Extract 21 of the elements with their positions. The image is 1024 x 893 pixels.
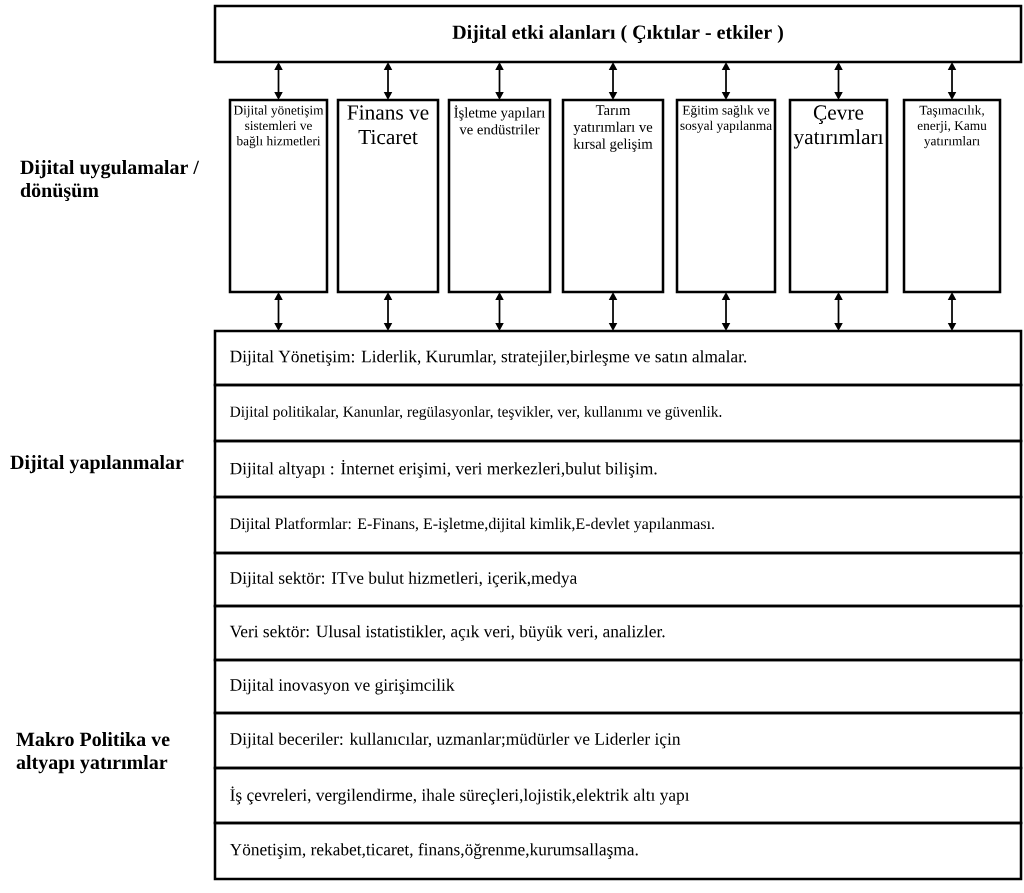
column-box: Çevre yatırımları — [788, 98, 889, 294]
section-label: Dijital uygulamalar / dönüşüm — [20, 160, 200, 201]
layer-box: Yönetişim, rekabet,ticaret, finans,öğrenme,kurumsallaşma. — [213, 821, 1023, 881]
layer-box: Dijital sektör: ITve bulut hizmetleri, içerik,medya — [213, 551, 1023, 608]
section-label: Dijital yapılanmalar — [10, 455, 184, 474]
column-box: Taşımacılık, enerji, Kamu yatırımları — [902, 98, 1002, 294]
layer-box: Dijital beceriler: kullanıcılar, uzmanlar;müdürler ve Liderler için — [213, 711, 1023, 770]
layer-box: Veri sektör: Ulusal istatistikler, açık veri, büyük veri, analizler. — [213, 604, 1023, 662]
column-box: Finans ve Ticaret — [336, 98, 440, 294]
layer-box: Dijital Platformlar: E-Finans, E-işletme,dijital kimlik,E-devlet yapılanması. — [213, 495, 1023, 555]
column-box: Dijital yönetişim sistemleri ve bağlı hizmetleri — [228, 98, 329, 294]
layer-box: Dijital altyapı : İnternet erişimi, veri merkezleri,bulut bilişim. — [213, 439, 1023, 499]
layer-box: Dijital Yönetişim: Liderlik, Kurumlar, stratejiler,birleşme ve satın almalar. — [213, 329, 1023, 387]
column-box: Eğitim sağlık ve sosyal yapılanma — [675, 98, 777, 294]
column-box: Tarım yatırımları ve kırsal gelişim — [561, 98, 665, 294]
title-box: Dijital etki alanları ( Çıktılar - etkiler ) — [213, 4, 1023, 64]
layer-box: Dijital inovasyon ve girişimcilik — [213, 658, 1023, 715]
layer-box: Dijital politikalar, Kanunlar, regülasyonlar, teşvikler, ver, kullanımı ve güvenlik. — [213, 383, 1023, 443]
section-label: Makro Politika ve altyapı yatırımlar — [16, 732, 170, 774]
column-box: İşletme yapıları ve endüstriler — [447, 98, 552, 294]
layer-box: İş çevreleri, vergilendirme, ihale süreçleri,lojistik,elektrik altı yapı — [213, 766, 1023, 825]
